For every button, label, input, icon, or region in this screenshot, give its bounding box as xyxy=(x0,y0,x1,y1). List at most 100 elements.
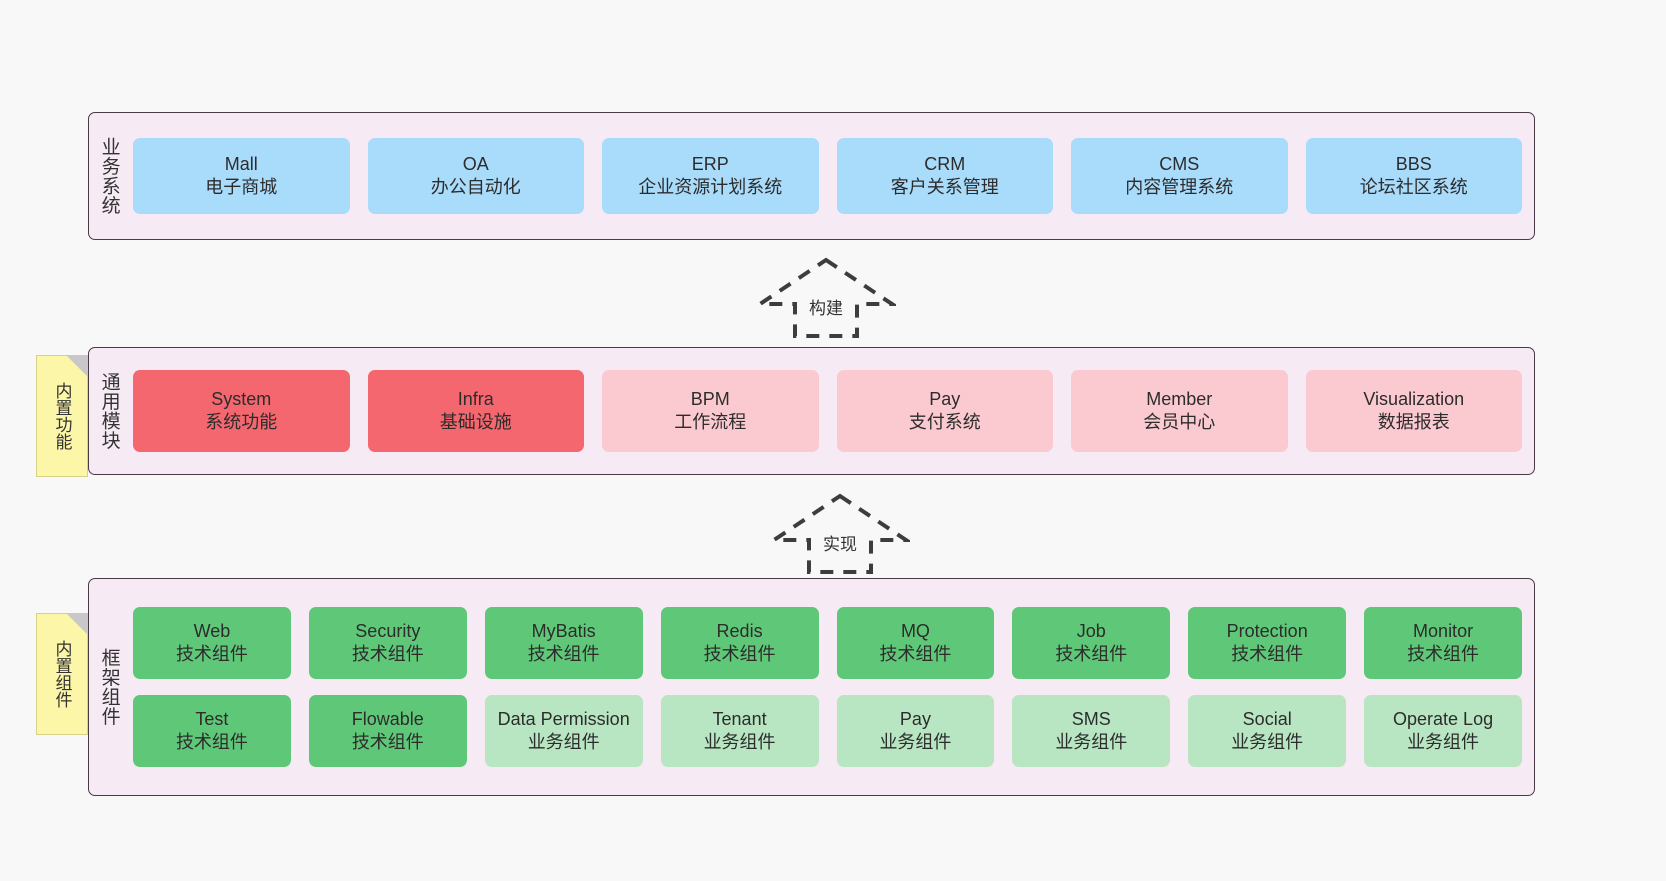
card-mq[interactable]: MQ 技术组件 xyxy=(836,607,995,679)
card-subtitle: 系统功能 xyxy=(205,412,278,432)
card-row: Web 技术组件 Security 技术组件 MyBatis 技术组件 Redi… xyxy=(133,607,1522,679)
card-subtitle: 技术组件 xyxy=(703,644,776,664)
card-subtitle: 技术组件 xyxy=(351,732,424,752)
card-tenant[interactable]: Tenant 业务组件 xyxy=(660,695,819,767)
card-cms[interactable]: CMS 内容管理系统 xyxy=(1071,138,1288,214)
card-member[interactable]: Member 会员中心 xyxy=(1071,370,1288,452)
card-bpm[interactable]: BPM 工作流程 xyxy=(602,370,819,452)
card-title: Data Permission xyxy=(497,708,630,729)
card-subtitle: 客户关系管理 xyxy=(890,177,999,197)
card-social[interactable]: Social 业务组件 xyxy=(1188,695,1347,767)
card-infra[interactable]: Infra 基础设施 xyxy=(367,370,584,452)
card-subtitle: 技术组件 xyxy=(1231,644,1304,664)
card-subtitle: 业务组件 xyxy=(879,732,952,752)
card-title: Operate Log xyxy=(1393,708,1494,729)
connector-build-arrow: 构建 xyxy=(753,256,899,340)
card-title: CRM xyxy=(924,153,966,174)
card-subtitle: 业务组件 xyxy=(1055,732,1128,752)
card-title: ERP xyxy=(691,153,729,174)
card-row: System 系统功能 Infra 基础设施 BPM 工作流程 Pay 支付系统… xyxy=(133,370,1522,452)
card-subtitle: 会员中心 xyxy=(1143,412,1216,432)
card-title: Pay xyxy=(929,388,961,409)
layer-framework-components: 框架组件 Web 技术组件 Security 技术组件 MyBatis 技术组件… xyxy=(88,578,1535,796)
card-sms[interactable]: SMS 业务组件 xyxy=(1012,695,1171,767)
layer-title-common: 通用模块 xyxy=(98,372,120,450)
card-title: MyBatis xyxy=(531,620,596,641)
card-web[interactable]: Web 技术组件 xyxy=(133,607,291,679)
note-label: 内置功能 xyxy=(52,382,72,450)
card-title: Flowable xyxy=(351,708,424,729)
card-subtitle: 基础设施 xyxy=(439,412,512,432)
card-mall[interactable]: Mall 电子商城 xyxy=(133,138,350,214)
connector-implement-arrow: 实现 xyxy=(767,492,913,576)
note-builtin-components: 内置组件 xyxy=(36,613,88,735)
connector-label-implement: 实现 xyxy=(823,535,857,554)
card-mybatis[interactable]: MyBatis 技术组件 xyxy=(484,607,643,679)
card-subtitle: 技术组件 xyxy=(351,644,424,664)
card-title: BPM xyxy=(690,388,730,409)
card-subtitle: 企业资源计划系统 xyxy=(638,177,783,197)
card-subtitle: 业务组件 xyxy=(1231,732,1304,752)
layer-title-business: 业务系统 xyxy=(98,137,120,215)
card-subtitle: 技术组件 xyxy=(527,644,600,664)
layer-business-systems: 业务系统 Mall 电子商城 OA 办公自动化 ERP 企业资源计划系统 CRM… xyxy=(88,112,1535,240)
card-subtitle: 技术组件 xyxy=(175,732,248,752)
card-title: System xyxy=(211,388,272,409)
card-visualization[interactable]: Visualization 数据报表 xyxy=(1305,370,1522,452)
card-title: Security xyxy=(355,620,421,641)
note-label: 内置组件 xyxy=(52,640,72,708)
card-subtitle: 业务组件 xyxy=(703,732,776,752)
card-title: BBS xyxy=(1395,153,1432,174)
card-title: MQ xyxy=(900,620,930,641)
card-title: Job xyxy=(1076,620,1106,641)
note-builtin-functions: 内置功能 xyxy=(36,355,88,477)
card-title: SMS xyxy=(1071,708,1111,729)
card-pay-business[interactable]: Pay 业务组件 xyxy=(836,695,995,767)
card-title: Social xyxy=(1242,708,1292,729)
layer-body-common: System 系统功能 Infra 基础设施 BPM 工作流程 Pay 支付系统… xyxy=(129,348,1534,474)
card-title: Tenant xyxy=(712,708,767,729)
layer-body-business: Mall 电子商城 OA 办公自动化 ERP 企业资源计划系统 CRM 客户关系… xyxy=(129,113,1534,239)
card-oa[interactable]: OA 办公自动化 xyxy=(367,138,584,214)
card-title: CMS xyxy=(1159,153,1200,174)
note-fold-corner-icon xyxy=(66,355,88,377)
card-operate-log[interactable]: Operate Log 业务组件 xyxy=(1364,695,1522,767)
card-security[interactable]: Security 技术组件 xyxy=(308,607,467,679)
card-subtitle: 支付系统 xyxy=(908,412,981,432)
card-title: Redis xyxy=(716,620,763,641)
card-system[interactable]: System 系统功能 xyxy=(133,370,350,452)
card-subtitle: 技术组件 xyxy=(879,644,952,664)
card-erp[interactable]: ERP 企业资源计划系统 xyxy=(602,138,819,214)
card-subtitle: 技术组件 xyxy=(1055,644,1128,664)
card-data-permission[interactable]: Data Permission 业务组件 xyxy=(484,695,643,767)
card-subtitle: 业务组件 xyxy=(527,732,600,752)
card-subtitle: 工作流程 xyxy=(674,412,747,432)
card-pay[interactable]: Pay 支付系统 xyxy=(836,370,1053,452)
card-title: Web xyxy=(193,620,231,641)
card-subtitle: 办公自动化 xyxy=(430,177,521,197)
card-protection[interactable]: Protection 技术组件 xyxy=(1188,607,1347,679)
card-monitor[interactable]: Monitor 技术组件 xyxy=(1364,607,1522,679)
card-title: Mall xyxy=(224,153,258,174)
card-row: Test 技术组件 Flowable 技术组件 Data Permission … xyxy=(133,695,1522,767)
card-subtitle: 论坛社区系统 xyxy=(1359,177,1468,197)
note-fold-corner-icon xyxy=(66,613,88,635)
card-subtitle: 内容管理系统 xyxy=(1125,177,1234,197)
card-redis[interactable]: Redis 技术组件 xyxy=(660,607,819,679)
layer-body-framework: Web 技术组件 Security 技术组件 MyBatis 技术组件 Redi… xyxy=(129,579,1534,795)
card-test[interactable]: Test 技术组件 xyxy=(133,695,291,767)
card-subtitle: 技术组件 xyxy=(1407,644,1480,664)
card-title: Protection xyxy=(1226,620,1308,641)
card-job[interactable]: Job 技术组件 xyxy=(1012,607,1171,679)
card-subtitle: 电子商城 xyxy=(205,177,278,197)
card-title: Pay xyxy=(899,708,931,729)
connector-label-build: 构建 xyxy=(809,299,843,318)
card-title: Test xyxy=(195,708,229,729)
card-title: OA xyxy=(462,153,489,174)
card-crm[interactable]: CRM 客户关系管理 xyxy=(836,138,1053,214)
card-flowable[interactable]: Flowable 技术组件 xyxy=(308,695,467,767)
card-title: Visualization xyxy=(1363,388,1465,409)
card-title: Monitor xyxy=(1413,620,1474,641)
card-bbs[interactable]: BBS 论坛社区系统 xyxy=(1305,138,1522,214)
